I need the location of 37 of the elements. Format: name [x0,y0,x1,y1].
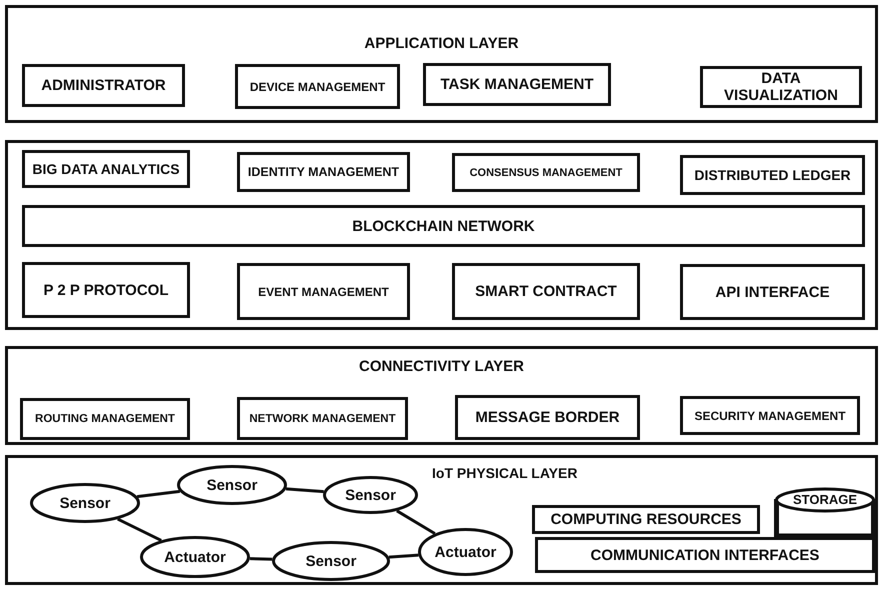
network-panel [5,140,878,330]
component-box: SECURITY MANAGEMENT [680,396,860,435]
layer-heading: IoT PHYSICAL LAYER [432,465,578,481]
layer-panel [5,455,878,585]
component-box: BIG DATA ANALYTICS [22,150,190,188]
component-box: ROUTING MANAGEMENT [20,398,190,440]
connector-line [388,554,419,559]
component-box: SMART CONTRACT [452,263,640,320]
device-ellipse: Actuator [418,528,513,576]
device-ellipse: Sensor [323,476,418,514]
device-ellipse: Sensor [30,483,140,523]
component-box: DEVICE MANAGEMENT [235,64,400,109]
device-ellipse: Sensor [177,465,287,505]
component-box: COMPUTING RESOURCES [532,505,760,534]
component-box: ADMINISTRATOR [22,64,185,107]
layer-panel [5,346,878,445]
layer-heading: APPLICATION LAYER [364,35,519,52]
component-box: TASK MANAGEMENT [423,63,611,106]
connector-line [286,487,324,494]
component-box: NETWORK MANAGEMENT [237,397,408,440]
component-box: DISTRIBUTED LEDGER [680,155,865,195]
device-ellipse: Actuator [140,536,250,578]
layer-heading: CONNECTIVITY LAYER [358,358,524,375]
component-box: DATA VISUALIZATION [700,66,862,108]
connector-line [250,557,272,561]
component-box: BLOCKCHAIN NETWORK [22,205,865,247]
connector-line [396,510,436,535]
layer-panel [5,5,878,123]
component-box: CONSENSUS MANAGEMENT [452,153,640,192]
component-box: P 2 P PROTOCOL [22,262,190,318]
device-ellipse: Sensor [272,541,390,581]
component-box: API INTERFACE [680,264,865,320]
component-box: IDENTITY MANAGEMENT [237,152,410,192]
component-box: EVENT MANAGEMENT [237,263,410,320]
connector-line [117,518,162,542]
connector-line [136,490,180,498]
component-box: MESSAGE BORDER [455,395,640,440]
